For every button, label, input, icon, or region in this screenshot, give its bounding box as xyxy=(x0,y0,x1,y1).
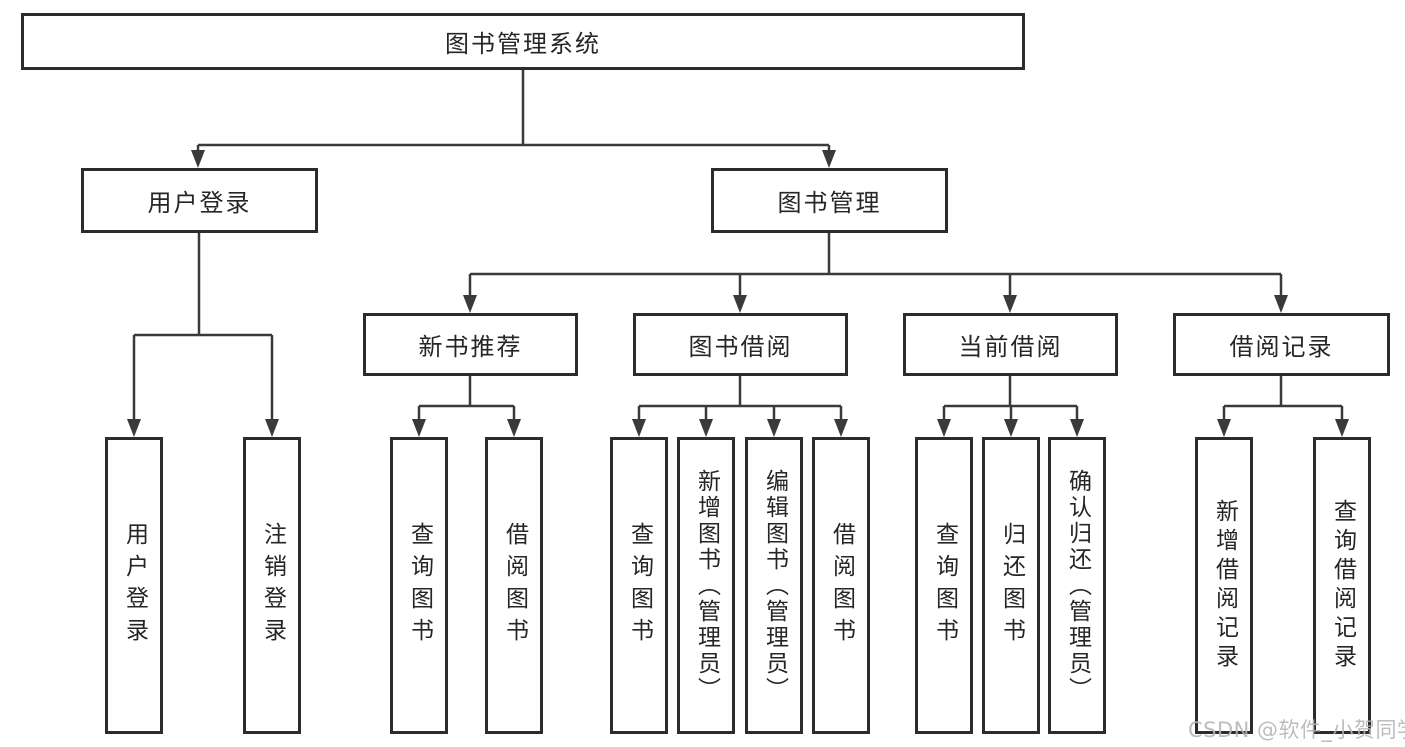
node-user-login-action: 用户登录 xyxy=(105,437,163,734)
connector-root-to-level2 xyxy=(191,69,836,168)
node-borrow-book-recommend: 借阅图书 xyxy=(485,437,543,734)
connector-user-login-to-children xyxy=(127,232,279,437)
connector-borrow-records-to-children xyxy=(1217,375,1349,437)
node-new-book-recommend: 新书推荐 xyxy=(363,313,578,376)
node-query-borrow-record: 查询借阅记录 xyxy=(1313,437,1371,734)
node-root: 图书管理系统 xyxy=(21,13,1025,70)
node-confirm-return-admin: 确认归还（管理员） xyxy=(1048,437,1106,734)
csdn-watermark: CSDN @软件_小贺同学 xyxy=(1188,718,1405,742)
connector-book-borrow-to-children xyxy=(632,375,848,437)
node-borrow-book-action: 借阅图书 xyxy=(812,437,870,734)
node-query-book-recommend: 查询图书 xyxy=(390,437,448,734)
node-logout-action: 注销登录 xyxy=(243,437,301,734)
node-current-borrow: 当前借阅 xyxy=(903,313,1118,376)
connector-current-borrow-to-children xyxy=(937,375,1084,437)
node-book-borrow: 图书借阅 xyxy=(633,313,848,376)
node-edit-book-admin: 编辑图书（管理员） xyxy=(745,437,803,734)
node-add-borrow-record: 新增借阅记录 xyxy=(1195,437,1253,734)
node-query-book-current: 查询图书 xyxy=(915,437,973,734)
node-book-management: 图书管理 xyxy=(711,168,948,233)
node-borrow-records: 借阅记录 xyxy=(1173,313,1390,376)
node-add-book-admin: 新增图书（管理员） xyxy=(677,437,735,734)
node-user-login: 用户登录 xyxy=(81,168,318,233)
node-return-book: 归还图书 xyxy=(982,437,1040,734)
node-query-book-borrow: 查询图书 xyxy=(610,437,668,734)
connector-book-management-to-level3 xyxy=(463,233,1288,313)
connector-new-book-recommend-to-children xyxy=(412,375,521,437)
